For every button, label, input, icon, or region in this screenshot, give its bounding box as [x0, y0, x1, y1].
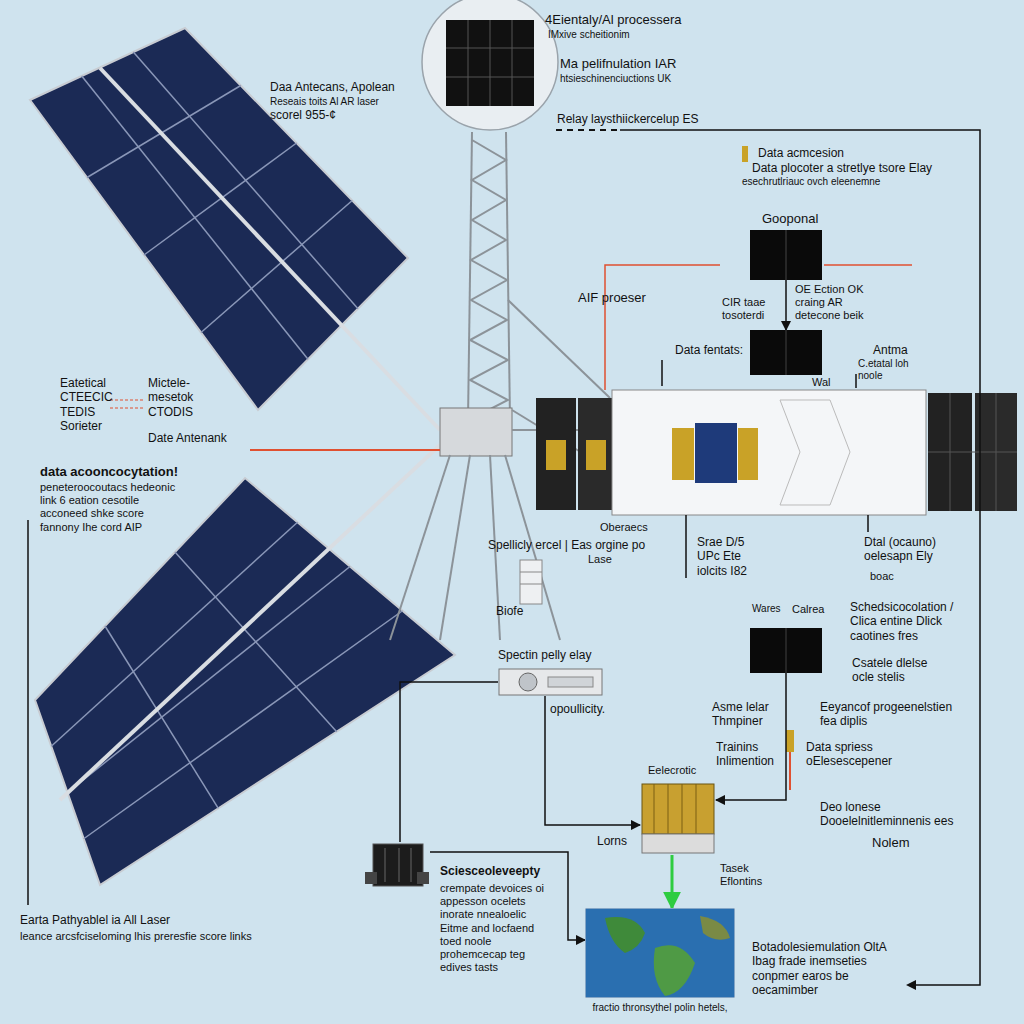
connector: [671, 855, 674, 908]
callout-label: Wares: [752, 603, 781, 615]
callout-label: peneteroocoutacs hedeonic link 6 eation …: [40, 481, 185, 534]
callout-label: Calrea: [792, 603, 824, 616]
node-picture: [585, 908, 735, 998]
callout-label: Srae D/5 UPc Ete iolcits I82: [697, 535, 767, 578]
callout-label: htsieschinenciuctions UK: [560, 73, 671, 85]
node-box: Sciesceoleveeptycrempate devoices oi app…: [365, 842, 430, 892]
connector: [400, 682, 498, 842]
node-picture: [498, 668, 603, 696]
callout-label: Botadolesiemulation OltA Ibag frade inem…: [752, 940, 902, 998]
node-box: Schedsicocolation / Clica entine Dlick c…: [750, 628, 822, 673]
callout-label: Dtal (ocauno) oelesapn Ely: [864, 535, 964, 564]
node-heading: fractio thronsythel polin hetels,: [565, 1002, 755, 1014]
callout-label: Asme lelar Thmpiner: [712, 700, 780, 729]
callout-label: Date Antenank: [148, 431, 227, 445]
node-box: Eelecrotic: [640, 780, 716, 855]
callout-label: Data plocoter a stretlye tsore Elay: [752, 161, 932, 175]
connector: [716, 673, 786, 800]
node-heading: Schedsicocolation / Clica entine Dlick c…: [850, 600, 975, 643]
callout-label: C.etatal loh noole: [858, 358, 928, 382]
callout-label: data acooncocytation!: [40, 464, 178, 480]
node-heading: Spectin pelly elay: [498, 648, 591, 662]
callout-label: Eatetical CTEECIC TEDIS Sorieter: [60, 376, 135, 434]
callout-label: CIR taae tosoterdi: [722, 296, 777, 322]
callout-label: Deo lonese Dooelelnitleminnenis ees: [820, 800, 970, 829]
callout-label: esechrutlriauc ovch eleenemne: [742, 176, 880, 188]
callout-label: Earta Pathyablel ia All Laser: [20, 913, 170, 927]
node-picture: [750, 230, 822, 280]
callout-label: Csatele dlelse ocle stelis: [852, 656, 937, 685]
node-heading: Eelecrotic: [648, 764, 696, 777]
node-picture: [640, 780, 716, 855]
callout-label: Trainins Inlimention: [716, 740, 778, 769]
node-box: Spectin pelly elay: [498, 668, 603, 696]
callout-label: Data acmcesion: [758, 146, 844, 160]
callout-label: IMxive scheitionim: [548, 29, 630, 41]
connector: [545, 696, 640, 825]
callout-label: AIF proeser: [578, 290, 646, 306]
node-box: fractio thronsythel polin hetels,: [585, 908, 735, 998]
node-box: OE Ection OK craing AR detecone beik: [750, 330, 822, 375]
node-heading: Sciesceoleveepty: [440, 864, 540, 878]
node-picture: [750, 330, 822, 375]
callout-label: Antma: [873, 343, 908, 357]
callout-label: Ma pelifnulation IAR: [560, 56, 676, 72]
callout-label: Lorns: [597, 834, 627, 848]
callout-label: opoullicity.: [550, 702, 605, 716]
node-heading: OE Ection OK craing AR detecone beik: [795, 283, 880, 323]
callout-label: Reseais toits Al AR laser: [270, 96, 379, 108]
node-picture: [750, 628, 822, 673]
callout-label: Relay laysthiickercelup ES: [557, 112, 698, 126]
callout-label: Mictele- mesetok CTODIS: [148, 376, 218, 419]
callout-label: Data fentats:: [675, 343, 743, 357]
node-body: crempate devoices oi appesson ocelets in…: [440, 882, 555, 974]
callout-label: Tasek Eflontins: [720, 862, 775, 888]
node-box: Gooponal: [750, 230, 822, 280]
callout-label: Eeyancof progeenelstien fea diplis: [820, 700, 970, 729]
connector: [785, 280, 787, 330]
callout-label: boac: [870, 570, 894, 583]
callout-label: Wal: [812, 376, 831, 389]
callout-label: scorel 955-¢: [270, 108, 336, 122]
callout-label: Daa Antecans, Apolean: [270, 80, 395, 94]
callout-label: Oberaecs: [600, 521, 648, 534]
callout-label: Data spriess oElesescepener: [806, 740, 916, 769]
callout-label: leance arcsfciseloming lhis preresfie sc…: [20, 930, 260, 943]
callout-label: Nolem: [872, 835, 910, 851]
callout-label: 4Eientaly/Al processera: [545, 12, 682, 28]
callout-label: Biofe: [496, 604, 523, 618]
node-heading: Gooponal: [762, 211, 818, 227]
node-picture: [365, 842, 430, 892]
callout-label: Lase: [588, 553, 612, 566]
callout-label: Spellicly ercel | Eas orgine po: [488, 538, 645, 552]
